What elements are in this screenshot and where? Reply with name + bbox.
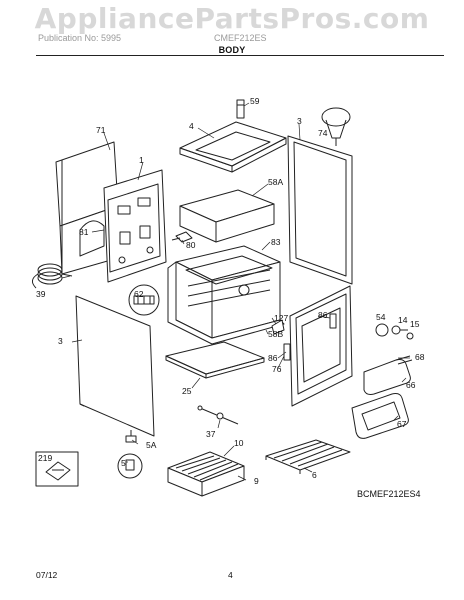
model-number: CMEF212ES <box>214 33 267 43</box>
latch-80 <box>171 231 193 243</box>
part-label: 39 <box>36 289 46 299</box>
part-label: 5A <box>146 440 157 450</box>
part-label: 3 <box>297 116 302 126</box>
part-label: 83 <box>271 237 281 247</box>
insulation-58b <box>167 261 285 345</box>
bottom-panel-25 <box>165 341 265 379</box>
rod-37 <box>197 405 239 425</box>
broiler-pan-10-9 <box>167 451 245 497</box>
leveler-5a <box>125 430 137 443</box>
part-label: 58B <box>268 329 283 339</box>
part-label: 59 <box>250 96 260 106</box>
terminal-block-62 <box>128 284 160 316</box>
side-panel-right-3 <box>287 135 353 285</box>
bake-element-66 <box>363 355 413 395</box>
section-title: BODY <box>218 45 246 55</box>
part-label: 127 <box>274 313 288 323</box>
part-label: 219 <box>38 453 52 463</box>
part-label: 3 <box>58 336 63 346</box>
rear-wall-1 <box>103 169 167 283</box>
part-label: 6 <box>312 470 317 480</box>
part-label: 67 <box>397 419 407 429</box>
footer-date: 07/12 <box>36 570 58 580</box>
part-label: 58A <box>268 177 283 187</box>
oven-cavity-83 <box>175 245 281 339</box>
part-label: 14 <box>398 315 408 325</box>
insulation-58a <box>179 189 275 243</box>
part-label: 9 <box>254 476 259 486</box>
part-labels: 71 1 4 59 3 74 58A 81 80 83 39 62 127 58… <box>36 96 425 486</box>
part-label: 71 <box>96 125 106 135</box>
part-label: 86 <box>268 353 278 363</box>
oven-rack-6 <box>265 439 351 474</box>
page-number: 4 <box>228 570 233 580</box>
part-label: 37 <box>206 429 216 439</box>
broil-element-67 <box>351 393 409 439</box>
side-panel-left-3 <box>75 295 155 437</box>
rear-panel-71 <box>55 141 119 275</box>
leveler-5 <box>117 453 143 479</box>
part-label: 4 <box>189 121 194 131</box>
part-label: 68 <box>415 352 425 362</box>
bracket-59 <box>236 99 245 119</box>
knob-74 <box>321 107 351 146</box>
part-label: 86 <box>318 310 328 320</box>
leader-lines <box>61 102 410 481</box>
top-panel-4 <box>179 121 287 173</box>
part-label: 62 <box>134 289 144 299</box>
diagram-code: BCMEF212ES4 <box>357 489 421 499</box>
part-label: 5 <box>121 458 126 468</box>
anti-tip-219 <box>35 451 79 487</box>
publication-number: Publication No: 5995 <box>38 33 122 43</box>
oven-door <box>283 285 353 407</box>
header-rule <box>36 55 444 56</box>
part-label: 76 <box>272 364 282 374</box>
part-label: 81 <box>79 227 89 237</box>
part-label: 54 <box>376 312 386 322</box>
part-label: 15 <box>410 319 420 329</box>
power-cord-39 <box>32 263 73 289</box>
part-label: 10 <box>234 438 244 448</box>
part-label: 66 <box>406 380 416 390</box>
watermark: AppliancePartsPros.com <box>34 2 430 35</box>
part-label: 1 <box>139 155 144 165</box>
part-label: 80 <box>186 240 196 250</box>
part-label: 25 <box>182 386 192 396</box>
hinge-127 <box>271 319 285 335</box>
knob-parts-54-14-15 <box>375 323 414 340</box>
part-label: 74 <box>318 128 328 138</box>
